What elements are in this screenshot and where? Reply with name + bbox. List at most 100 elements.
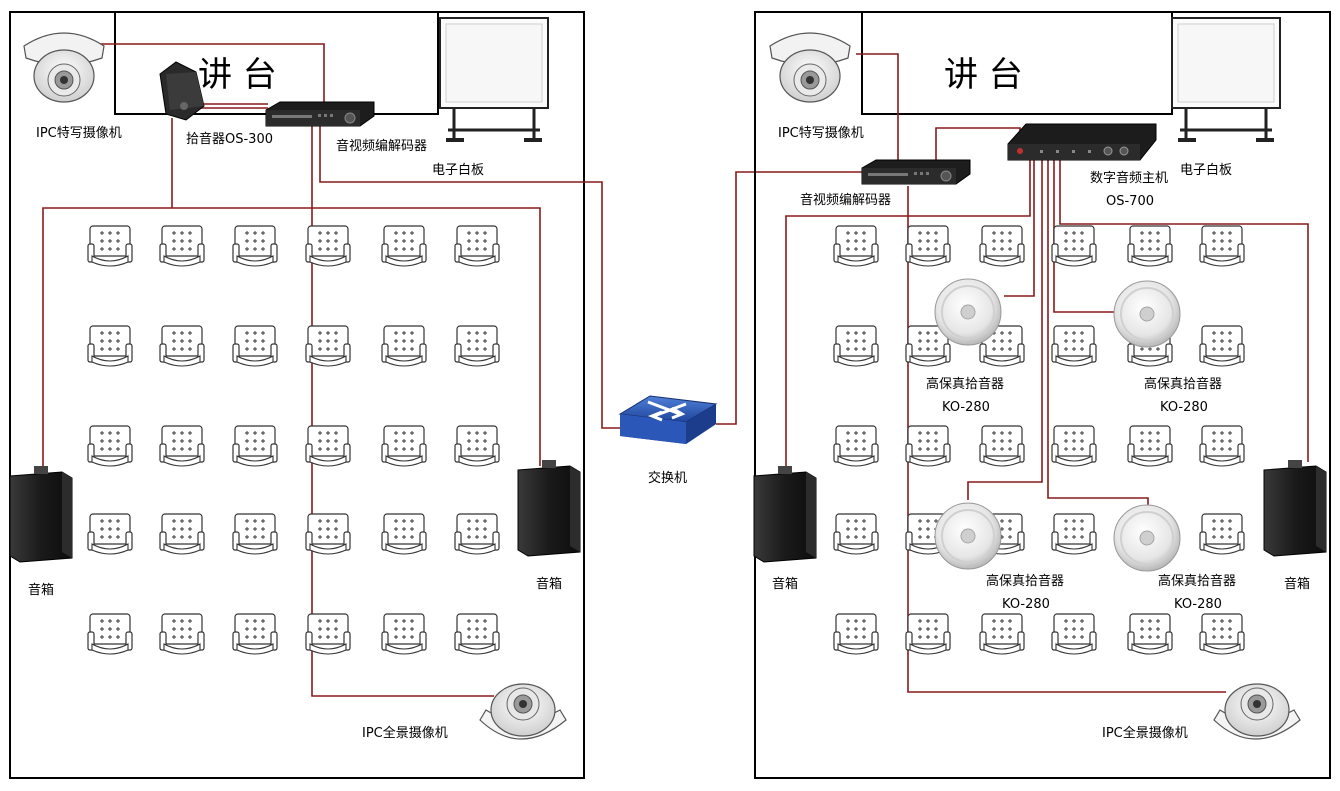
right-closeup-camera-icon: [769, 32, 851, 103]
left-wires: [42, 43, 622, 697]
right-audio-host-label-line2: OS-700: [1106, 194, 1154, 209]
left-seat-r3-c3: [232, 425, 278, 467]
left-seat-r5-c3: [232, 613, 278, 655]
left-seat-r2-c3: [232, 325, 278, 367]
left-seat-r4-c3: [232, 513, 278, 555]
right-seat-r2-c1: [833, 325, 879, 367]
right-speaker-right-label: 音箱: [1284, 576, 1310, 592]
left-seat-r4-c6: [454, 513, 500, 555]
right-seat-r5-c6: [1199, 613, 1245, 655]
left-seat-r4-c1: [87, 513, 133, 555]
left-speaker-left-icon: [9, 465, 73, 563]
left-closeup-camera-icon: [23, 32, 105, 103]
left-seats: [87, 225, 500, 655]
left-room: 讲 台 IPC特写摄像机 拾音器OS-300 音视频编解码器 电子白板 音箱 音…: [9, 11, 622, 779]
left-seat-r4-c4: [305, 513, 351, 555]
left-seat-r1-c5: [381, 225, 427, 267]
left-codec-label: 音视频编解码器: [336, 138, 427, 154]
right-speaker-left-icon: [753, 465, 817, 563]
right-whiteboard-label: 电子白板: [1180, 162, 1232, 178]
left-seat-r4-c2: [159, 513, 205, 555]
right-pickup-4-icon: [1113, 504, 1181, 572]
left-mic-icon: [159, 61, 205, 121]
right-panorama-camera-icon: [1213, 683, 1301, 740]
left-whiteboard-label: 电子白板: [432, 162, 484, 178]
left-seat-r1-c2: [159, 225, 205, 267]
right-seats: [833, 225, 1245, 655]
right-seat-r5-c1: [833, 613, 879, 655]
left-seat-r1-c6: [454, 225, 500, 267]
right-pickup-2-icon: [1113, 280, 1181, 348]
right-seat-r1-c5: [1127, 225, 1173, 267]
left-seat-r2-c1: [87, 325, 133, 367]
left-seat-r2-c6: [454, 325, 500, 367]
left-speaker-left-label: 音箱: [28, 582, 54, 598]
right-pickup-1-label-line2: KO-280: [942, 400, 990, 415]
switch-arrows-icon: [647, 400, 687, 422]
left-seat-r5-c5: [381, 613, 427, 655]
right-seat-r5-c2: [905, 613, 951, 655]
right-pickup-2-label-line1: 高保真拾音器: [1144, 376, 1222, 392]
right-seat-r3-c3: [979, 425, 1025, 467]
right-seat-r1-c1: [833, 225, 879, 267]
left-seat-r1-c4: [305, 225, 351, 267]
left-closeup-camera-label: IPC特写摄像机: [36, 126, 122, 141]
left-seat-r1-c1: [87, 225, 133, 267]
left-seat-r5-c1: [87, 613, 133, 655]
right-pickup-2-label-line2: KO-280: [1160, 400, 1208, 415]
right-codec-icon: [861, 159, 971, 185]
right-seat-r3-c4: [1051, 425, 1097, 467]
right-seat-r3-c2: [905, 425, 951, 467]
switch-label: 交换机: [648, 470, 687, 486]
right-seat-r2-c6: [1199, 325, 1245, 367]
left-mic-label: 拾音器OS-300: [186, 131, 273, 147]
left-seat-r4-c5: [381, 513, 427, 555]
right-pickup-1-label-line1: 高保真拾音器: [926, 376, 1004, 392]
left-seat-r5-c4: [305, 613, 351, 655]
right-panorama-camera-label: IPC全景摄像机: [1102, 725, 1188, 741]
left-seat-r5-c2: [159, 613, 205, 655]
right-pickup-1-icon: [934, 278, 1002, 346]
left-seat-r3-c2: [159, 425, 205, 467]
right-pickup-4-label-line2: KO-280: [1174, 597, 1222, 612]
left-seat-r3-c5: [381, 425, 427, 467]
right-audio-host-label-line1: 数字音频主机: [1090, 170, 1168, 186]
left-seat-r2-c5: [381, 325, 427, 367]
right-seat-r5-c5: [1127, 613, 1173, 655]
left-seat-r3-c6: [454, 425, 500, 467]
right-closeup-camera-label: IPC特写摄像机: [778, 126, 864, 141]
right-seat-r4-c6: [1199, 513, 1245, 555]
right-speaker-right-icon: [1263, 459, 1327, 557]
right-seat-r4-c1: [833, 513, 879, 555]
left-speaker-right-icon: [517, 459, 581, 557]
right-seat-r3-c1: [833, 425, 879, 467]
right-room: 讲 台 IPC特写摄像机 音视频编解码器 数字音频主机 OS-700: [753, 11, 1331, 779]
left-seat-r3-c1: [87, 425, 133, 467]
left-codec-icon: [265, 101, 375, 127]
right-pickup-3-icon: [934, 502, 1002, 570]
left-speaker-right-label: 音箱: [536, 576, 562, 592]
right-pickup-3-label-line2: KO-280: [1002, 597, 1050, 612]
right-seat-r3-c5: [1127, 425, 1173, 467]
left-whiteboard-icon: [438, 16, 550, 142]
right-seat-r5-c3: [979, 613, 1025, 655]
right-seat-r2-c4: [1051, 325, 1097, 367]
right-codec-label: 音视频编解码器: [800, 192, 891, 208]
network-switch: 交换机: [618, 171, 862, 486]
right-stage-label: 讲 台: [944, 55, 1023, 95]
right-speaker-left-label: 音箱: [772, 576, 798, 592]
right-seat-r1-c3: [979, 225, 1025, 267]
left-seat-r2-c4: [305, 325, 351, 367]
right-seat-r1-c6: [1199, 225, 1245, 267]
left-seat-r3-c4: [305, 425, 351, 467]
right-pickup-3-label-line1: 高保真拾音器: [986, 573, 1064, 589]
left-stage-label: 讲 台: [198, 55, 277, 95]
left-panorama-camera-label: IPC全景摄像机: [362, 725, 448, 741]
right-seat-r1-c2: [905, 225, 951, 267]
right-seat-r4-c4: [1051, 513, 1097, 555]
right-pickup-4-label-line1: 高保真拾音器: [1158, 573, 1236, 589]
right-whiteboard-icon: [1170, 16, 1282, 142]
right-audio-host-icon: [1007, 123, 1157, 161]
left-seat-r5-c6: [454, 613, 500, 655]
